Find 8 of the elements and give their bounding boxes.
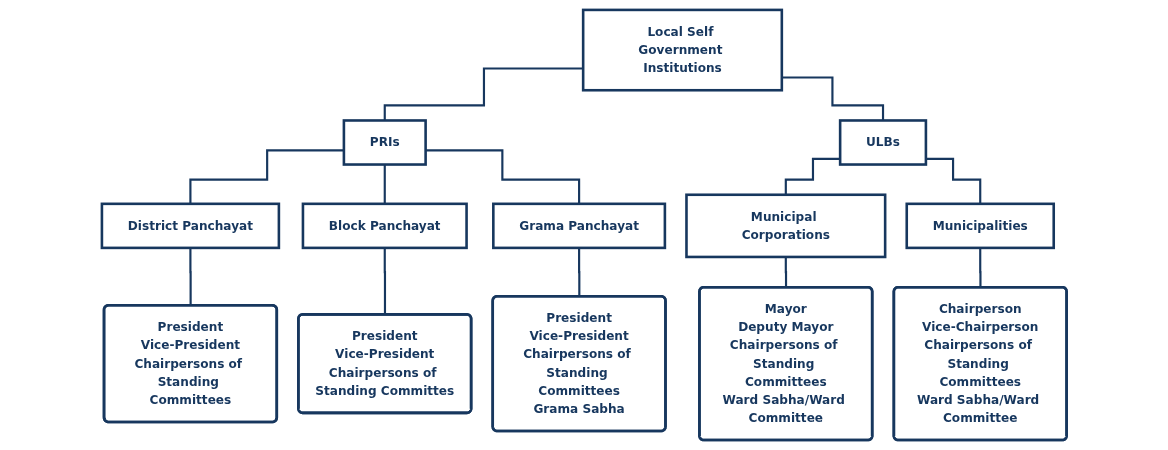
node-box (581, 8, 783, 92)
node-box (905, 202, 1055, 250)
node-box (342, 119, 427, 166)
node-box (838, 119, 927, 166)
node-box (491, 202, 666, 250)
node-box (100, 202, 280, 250)
node-box (684, 193, 887, 259)
node-box (301, 202, 468, 250)
